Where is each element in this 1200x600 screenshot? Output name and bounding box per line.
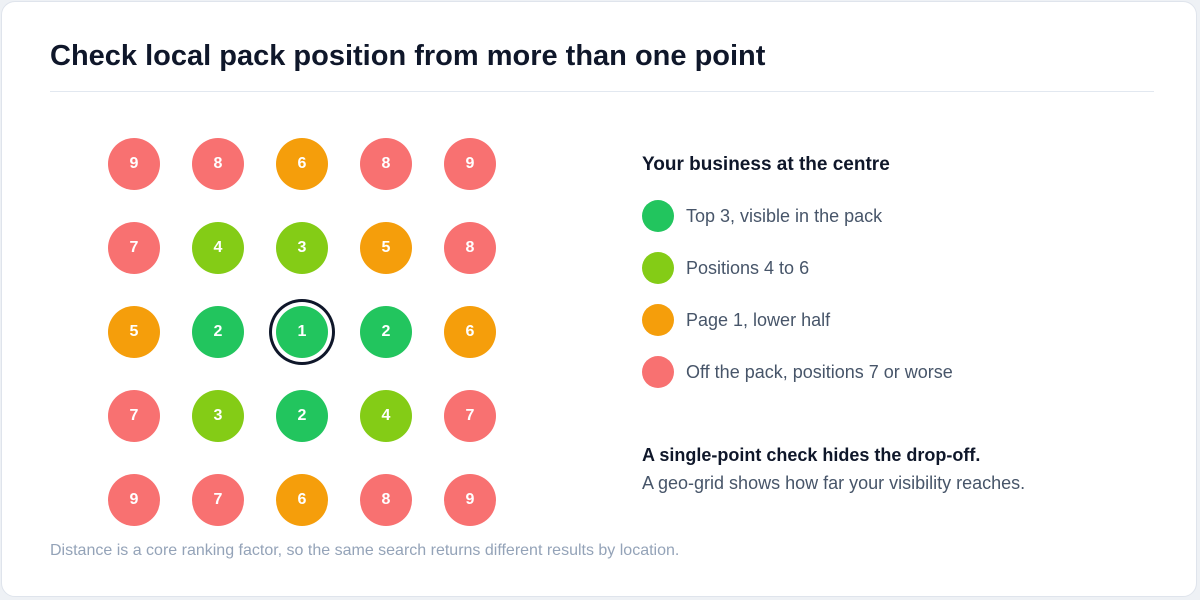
grid-point-r3-c5: 6 <box>444 306 496 358</box>
legend-label-top3: Top 3, visible in the pack <box>686 205 883 226</box>
grid-point-r1-c2: 8 <box>192 138 244 190</box>
grid-point-r5-c5: 9 <box>444 474 496 526</box>
grid-point-r4-c5: 7 <box>444 390 496 442</box>
note-heading: A single-point check hides the drop-off. <box>642 445 981 465</box>
grid-point-r1-c3: 6 <box>276 138 328 190</box>
grid-point-r5-c4: 8 <box>360 474 412 526</box>
grid-point-r2-c4: 5 <box>360 222 412 274</box>
legend-item-top3: Top 3, visible in the pack <box>642 200 882 232</box>
grid-point-r2-c3: 3 <box>276 222 328 274</box>
grid-point-r5-c2: 7 <box>192 474 244 526</box>
legend-item-positions-4-6: Positions 4 to 6 <box>642 252 809 284</box>
grid-point-r4-c3: 2 <box>276 390 328 442</box>
grid-point-r4-c2: 3 <box>192 390 244 442</box>
legend-label-page1-lower: Page 1, lower half <box>686 309 831 330</box>
grid-point-r2-c2: 4 <box>192 222 244 274</box>
grid-point-r3-c1: 5 <box>108 306 160 358</box>
note-body: A geo-grid shows how far your visibility… <box>642 473 1026 493</box>
grid-point-r1-c1: 9 <box>108 138 160 190</box>
legend-label-positions-4-6: Positions 4 to 6 <box>686 257 810 278</box>
grid-point-r3-c2: 2 <box>192 306 244 358</box>
grid-point-center-business: 1 <box>276 306 328 358</box>
legend-item-page1-lower: Page 1, lower half <box>642 304 830 336</box>
grid-point-r5-c3: 6 <box>276 474 328 526</box>
legend-swatch-positions-4-6 <box>642 252 674 284</box>
grid-point-r5-c1: 9 <box>108 474 160 526</box>
page-title: Check local pack position from more than… <box>50 40 766 72</box>
legend-item-off-pack: Off the pack, positions 7 or worse <box>642 356 953 388</box>
grid-point-r2-c5: 8 <box>444 222 496 274</box>
title-divider <box>50 91 1154 92</box>
grid-point-r2-c1: 7 <box>108 222 160 274</box>
legend-label-off-pack: Off the pack, positions 7 or worse <box>686 361 953 382</box>
grid-point-r4-c4: 4 <box>360 390 412 442</box>
grid-point-r1-c5: 9 <box>444 138 496 190</box>
legend-swatch-top3 <box>642 200 674 232</box>
legend-swatch-page1-lower <box>642 304 674 336</box>
grid-point-r3-c4: 2 <box>360 306 412 358</box>
legend-title: Your business at the centre <box>642 154 890 175</box>
grid-point-r1-c4: 8 <box>360 138 412 190</box>
footnote: Distance is a core ranking factor, so th… <box>50 542 680 559</box>
grid-point-r4-c1: 7 <box>108 390 160 442</box>
legend-swatch-off-pack <box>642 356 674 388</box>
